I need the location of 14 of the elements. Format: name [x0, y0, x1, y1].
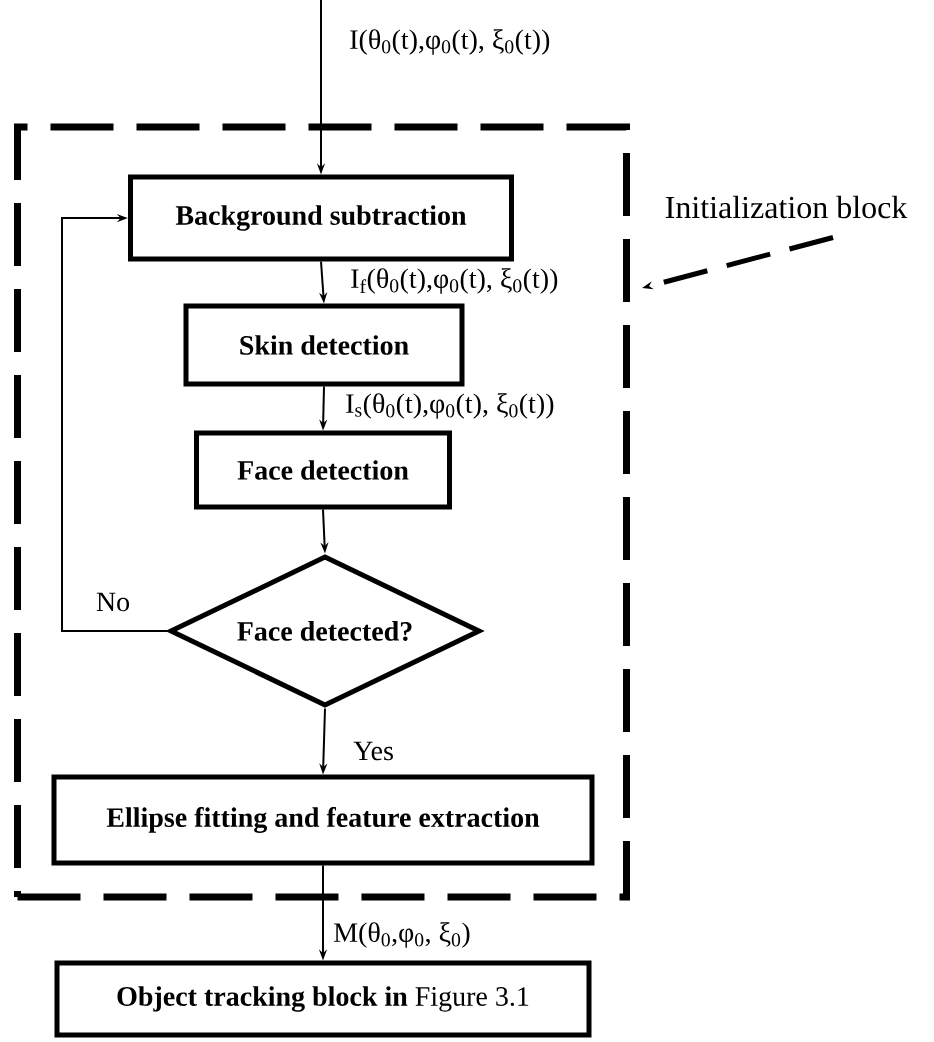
block-label: Initialization block — [665, 195, 908, 219]
edge-label: Yes — [353, 741, 393, 761]
process-box: Background subtraction — [128, 174, 514, 262]
process-box: Object tracking block in Figure 3.1 — [54, 960, 592, 1038]
process-box: Skin detection — [183, 303, 465, 387]
edge-label: M(θ$_{0}$,φ$_{0}$, ξ$_{0}$) — [334, 922, 470, 948]
edge-label: I$_{f}$(θ$_{0}$(t),φ$_{0}$(t), ξ$_{0}$(t)) — [351, 268, 558, 294]
process-box: Ellipse fitting and feature extraction — [51, 774, 595, 866]
edge-label: No — [96, 592, 130, 612]
edge-label: I(θ$_{0}$(t),φ$_{0}$(t), ξ$_{0}$(t)) — [350, 29, 550, 55]
edge-label: I$_{s}$(θ$_{0}$(t),φ$_{0}$(t), ξ$_{0}$(t)) — [346, 393, 554, 419]
dashed-region — [14, 123, 630, 901]
process-box: Face detection — [194, 430, 452, 510]
arrow — [61, 213, 169, 632]
